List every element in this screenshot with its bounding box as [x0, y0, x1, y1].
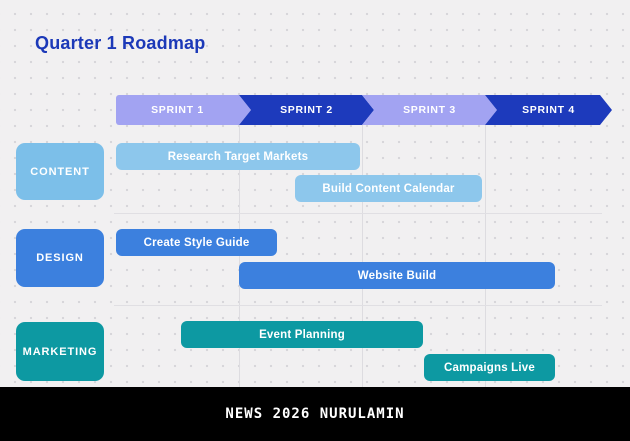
bar-event-planning[interactable]: Event Planning — [181, 321, 423, 348]
gridline-sprint2-start — [239, 125, 240, 387]
bar-campaigns-live[interactable]: Campaigns Live — [424, 354, 555, 381]
gridline-sprint3-start — [362, 125, 363, 387]
gridline-row-divider-1 — [114, 213, 602, 214]
sprint-1-arrow[interactable]: SPRINT 1 — [116, 95, 251, 125]
sprint-3-label: SPRINT 3 — [403, 104, 456, 116]
sprint-4-label: SPRINT 4 — [522, 104, 575, 116]
row-label-content-text: CONTENT — [30, 165, 90, 178]
sprint-2-arrow[interactable]: SPRINT 2 — [239, 95, 374, 125]
bar-build-content-calendar[interactable]: Build Content Calendar — [295, 175, 482, 202]
row-label-marketing[interactable]: MARKETING — [16, 322, 104, 381]
sprint-2-label: SPRINT 2 — [280, 104, 333, 116]
gridline-row-divider-2 — [114, 305, 602, 306]
bar-website-build[interactable]: Website Build — [239, 262, 555, 289]
sprint-4-arrow[interactable]: SPRINT 4 — [485, 95, 612, 125]
sprint-3-arrow[interactable]: SPRINT 3 — [362, 95, 497, 125]
gridline-sprint4-start — [485, 125, 486, 387]
footer-banner: NEWS 2026 NURULAMIN — [0, 387, 630, 441]
row-label-design[interactable]: DESIGN — [16, 229, 104, 287]
sprint-1-label: SPRINT 1 — [151, 104, 204, 116]
row-label-design-text: DESIGN — [36, 252, 84, 264]
footer-text: NEWS 2026 NURULAMIN — [225, 406, 405, 422]
bar-create-style-guide[interactable]: Create Style Guide — [116, 229, 277, 256]
row-label-content[interactable]: CONTENT — [16, 143, 104, 200]
row-label-marketing-text: MARKETING — [22, 345, 98, 358]
page-title[interactable]: Quarter 1 Roadmap — [35, 33, 206, 53]
bar-research-target-markets[interactable]: Research Target Markets — [116, 143, 360, 170]
